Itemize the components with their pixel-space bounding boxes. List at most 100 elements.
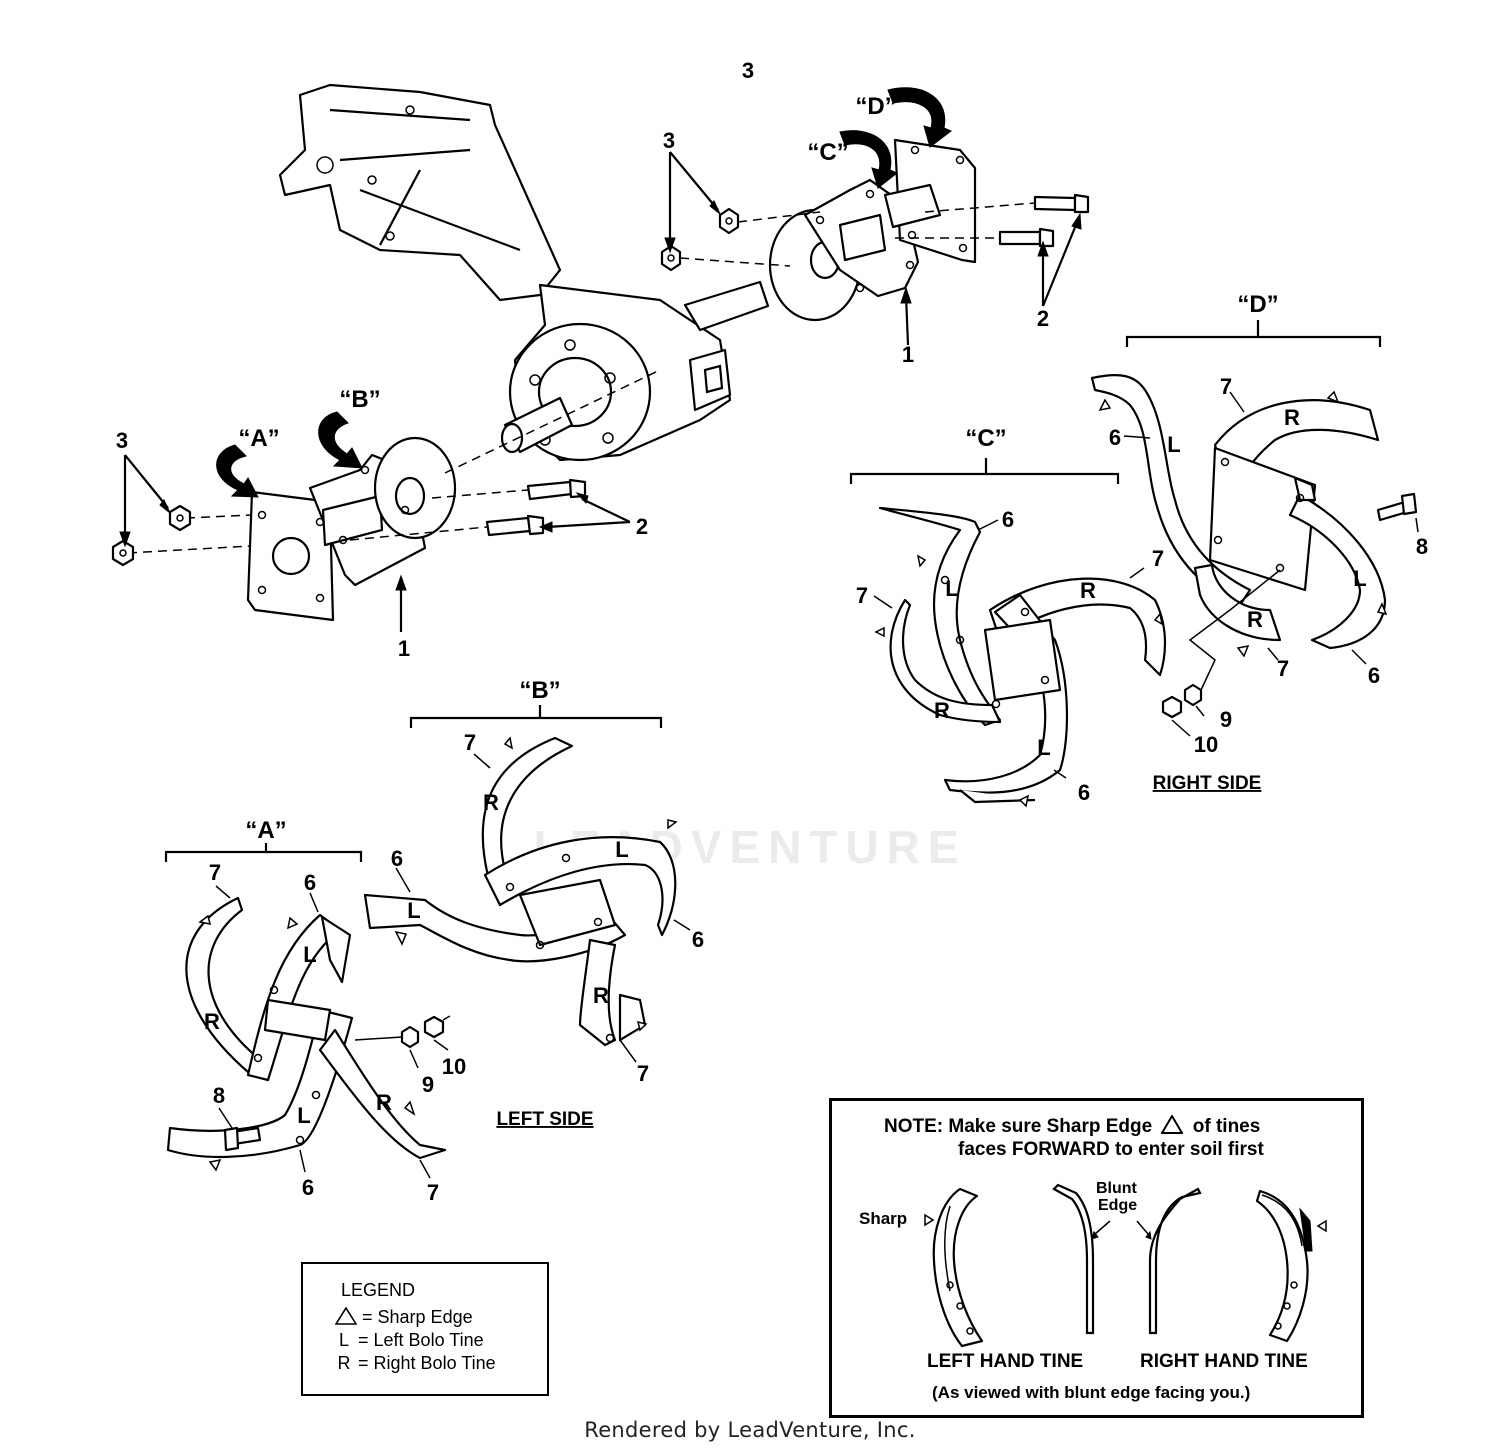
sharp-edge-triangle-icon xyxy=(334,1306,358,1325)
callout-7-d1: 7 xyxy=(1220,374,1232,399)
rendered-by-credit: Rendered by LeadVenture, Inc. xyxy=(584,1418,916,1442)
callout-6-a1: 6 xyxy=(304,870,316,895)
right-side-label: RIGHT SIDE xyxy=(1153,773,1262,794)
bracket-b xyxy=(409,705,663,728)
sharp-label: Sharp xyxy=(859,1209,908,1228)
bracket-a xyxy=(164,843,363,862)
tine-mark-c-l1: L xyxy=(945,576,958,601)
note-box: NOTE: Make sure Sharp Edge of tines face… xyxy=(829,1098,1364,1418)
arrow-b xyxy=(318,411,363,469)
viewed-note: (As viewed with blunt edge facing you.) xyxy=(932,1383,1251,1402)
tine-mark-a-r1: R xyxy=(204,1009,220,1034)
callout-9-a: 9 xyxy=(422,1072,434,1097)
callout-6-c1: 6 xyxy=(1002,507,1014,532)
blunt-label-1: Blunt xyxy=(1096,1180,1137,1197)
left-hand-tine-edge-view xyxy=(1052,1183,1095,1335)
group-label-d-hub: “D” xyxy=(855,93,896,120)
leader-3-right xyxy=(668,151,719,245)
legend-title: LEGEND xyxy=(341,1280,416,1300)
sharp-edge-triangle-icon xyxy=(1160,1114,1185,1134)
right-hand-tine-shape xyxy=(1255,1189,1309,1343)
note-line-1-suffix: of tines xyxy=(1192,1116,1261,1137)
tine-mark-d-r2: R xyxy=(1247,607,1263,632)
legend-left-text: = Left Bolo Tine xyxy=(358,1330,484,1350)
tine-assembly-b xyxy=(363,736,678,1047)
tine-mark-a-l1: L xyxy=(303,942,316,967)
callout-6-b2: 6 xyxy=(692,927,704,952)
tine-assembly-a xyxy=(166,896,451,1172)
note-line-1: NOTE: Make sure Sharp Edge of tines xyxy=(884,1114,1261,1138)
group-label-b: “B” xyxy=(519,677,560,704)
tine-mark-d-l1: L xyxy=(1167,432,1180,457)
leader-2-right xyxy=(1041,219,1080,307)
callout-6-d1: 6 xyxy=(1109,425,1121,450)
tine-mark-a-l2: L xyxy=(297,1103,310,1128)
legend-left-key: L xyxy=(338,1330,349,1350)
right-hub-bolts xyxy=(998,193,1090,248)
tine-orientation-illustration xyxy=(924,1183,1327,1348)
callout-10-d: 10 xyxy=(1194,732,1218,757)
callout-8-d: 8 xyxy=(1416,534,1428,559)
tine-mark-b-r2: R xyxy=(593,983,609,1008)
leader-3-left xyxy=(123,454,169,540)
callout-7-c1: 7 xyxy=(856,583,868,608)
legend-box: LEGEND = Sharp Edge L = Left Bolo Tine R… xyxy=(301,1262,549,1396)
tine-mark-b-l2: L xyxy=(615,837,628,862)
arrow-d xyxy=(887,87,952,148)
tine-mark-b-r1: R xyxy=(483,790,499,815)
bracket-c xyxy=(849,458,1120,484)
left-hand-tine-label: LEFT HAND TINE xyxy=(927,1351,1084,1372)
arrow-c xyxy=(839,130,898,189)
arrow-a xyxy=(216,444,259,498)
callout-8-a: 8 xyxy=(213,1083,225,1108)
callout-9-d: 9 xyxy=(1220,707,1232,732)
note-line-2: faces FORWARD to enter soil first xyxy=(958,1139,1264,1160)
right-hub-assembly xyxy=(768,138,977,322)
callout-6-a2: 6 xyxy=(302,1175,314,1200)
legend-sharp-text: = Sharp Edge xyxy=(362,1307,473,1327)
right-hand-tine-label: RIGHT HAND TINE xyxy=(1140,1351,1308,1372)
right-hub-nuts xyxy=(660,207,740,272)
legend-row-sharp: = Sharp Edge xyxy=(334,1306,473,1328)
callout-7-c2: 7 xyxy=(1152,546,1164,571)
tine-mark-d-r1: R xyxy=(1284,405,1300,430)
callout-1-left: 1 xyxy=(398,636,410,661)
tine-mark-c-l2: L xyxy=(1037,735,1050,760)
transmission-housing xyxy=(278,83,770,462)
tine-mark-c-r1: R xyxy=(1080,578,1096,603)
legend-row-left: L = Left Bolo Tine xyxy=(335,1330,484,1351)
page-number: 3 xyxy=(742,58,754,83)
callout-2-right: 2 xyxy=(1037,306,1049,331)
callout-6-c2: 6 xyxy=(1078,780,1090,805)
callout-10-a: 10 xyxy=(442,1054,466,1079)
left-side-label: LEFT SIDE xyxy=(496,1109,593,1130)
tine-mark-d-l2: L xyxy=(1353,566,1366,591)
callout-1-right: 1 xyxy=(902,342,914,367)
tine-assembly-d xyxy=(1090,374,1418,719)
callout-7-a1: 7 xyxy=(209,860,221,885)
callout-6-d2: 6 xyxy=(1368,663,1380,688)
legend-right-text: = Right Bolo Tine xyxy=(358,1353,496,1373)
bracket-d xyxy=(1125,320,1382,347)
tine-mark-b-l1: L xyxy=(407,898,420,923)
blunt-label-2: Edge xyxy=(1098,1197,1138,1214)
tine-assembly-c xyxy=(874,506,1167,808)
callout-2-left: 2 xyxy=(636,514,648,539)
callout-7-a2: 7 xyxy=(427,1180,439,1205)
left-hand-tine-shape xyxy=(932,1187,984,1348)
group-label-c-hub: “C” xyxy=(807,139,848,166)
note-line-1-prefix: NOTE: Make sure Sharp Edge xyxy=(884,1116,1153,1137)
group-label-a: “A” xyxy=(245,817,286,844)
leader-2-left xyxy=(546,498,631,529)
callout-3-left: 3 xyxy=(116,428,128,453)
group-label-a-hub: “A” xyxy=(238,425,279,452)
callout-3-right: 3 xyxy=(663,128,675,153)
legend-row-right: R = Right Bolo Tine xyxy=(335,1353,496,1374)
left-hub-bolts xyxy=(485,478,587,537)
callout-6-b1: 6 xyxy=(391,846,403,871)
tine-mark-a-r2: R xyxy=(376,1090,392,1115)
group-label-d: “D” xyxy=(1237,291,1278,318)
right-hand-tine-edge-view xyxy=(1148,1187,1202,1335)
group-label-c: “C” xyxy=(965,425,1006,452)
